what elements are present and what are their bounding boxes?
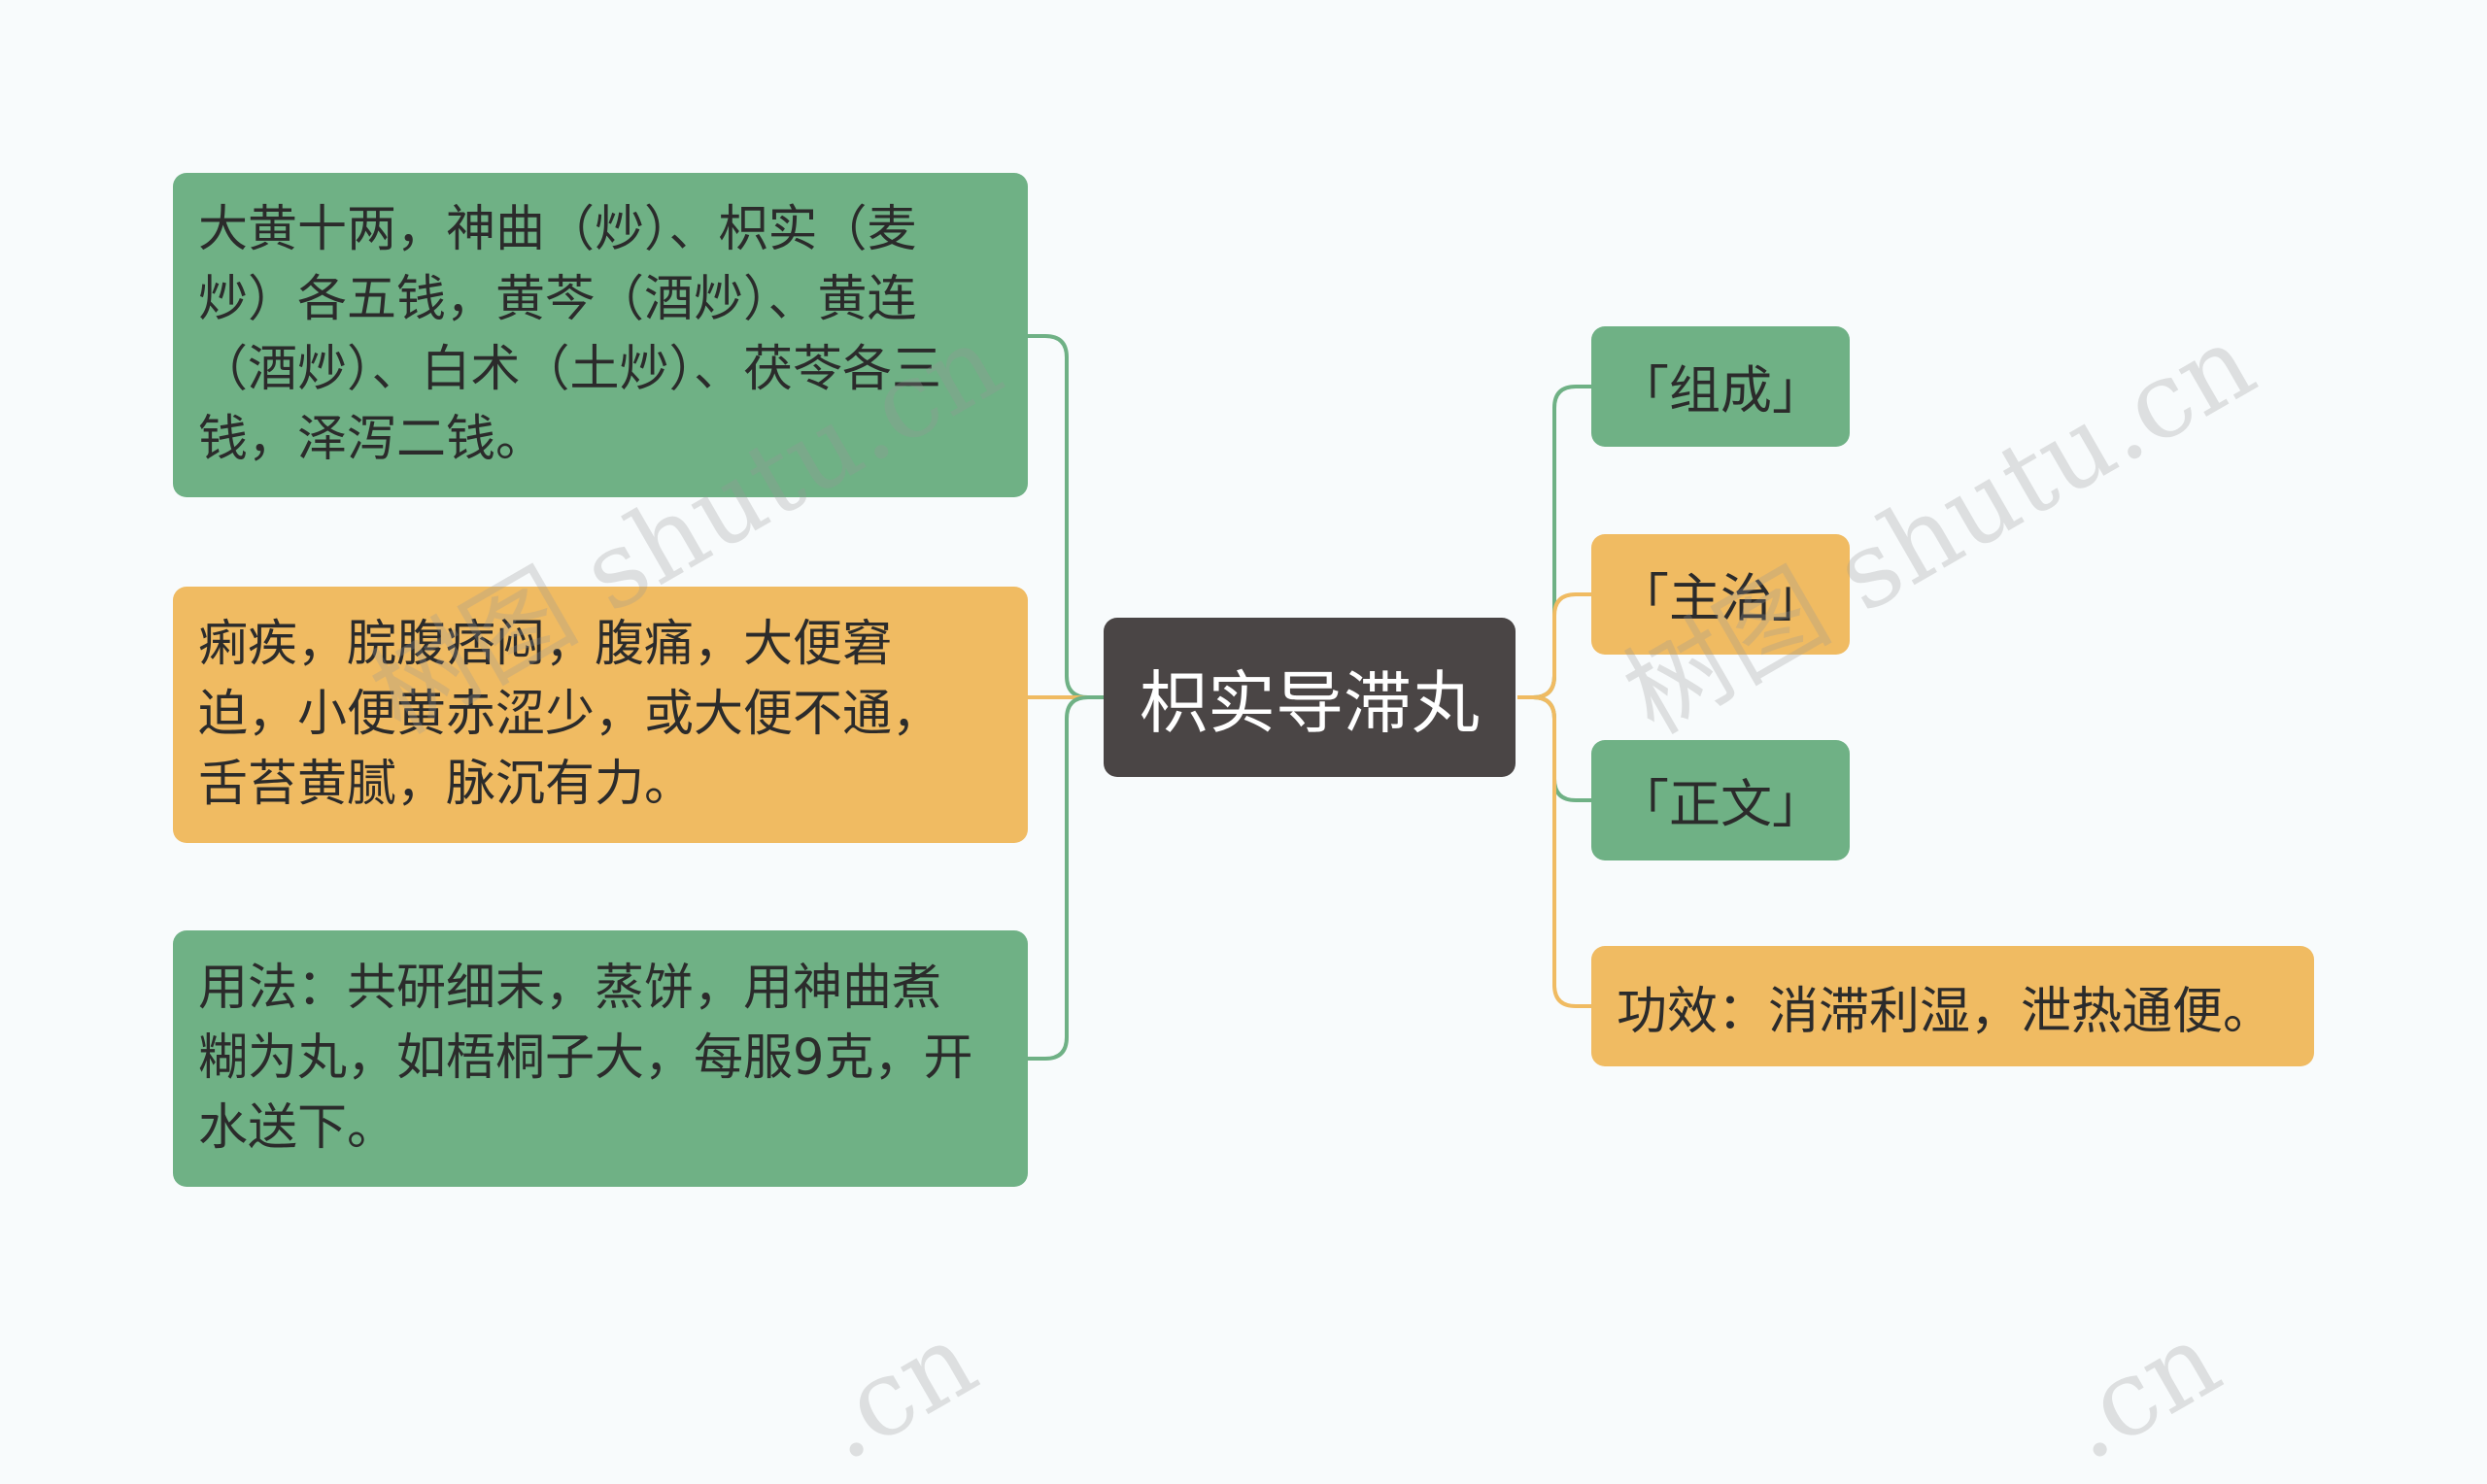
right-node-composition[interactable]: 「组成」 — [1591, 326, 1850, 447]
right-node-main-text[interactable]: 「正文」 — [1591, 740, 1850, 860]
connector-left-1 — [1028, 334, 1106, 699]
left-node-composition-text: 大黄十两，神曲（炒）、枳实（麦炒）各五钱，黄芩（酒炒）、黄连（酒炒）、白术（土炒… — [198, 201, 942, 468]
connector-lines — [1028, 334, 1591, 1061]
right-node-composition-label: 「组成」 — [1618, 361, 1823, 421]
left-node-indications-text: 痢疾，脘腹痞闷，腹痛，大便窘迫，小便黄赤涩少，或大便不通，舌苔黄腻，脉沉有力。 — [198, 616, 942, 813]
left-node-usage[interactable]: 用法：共研细末，蒸饼，用神曲煮糊为丸，如梧桐子大，每服9克，开水送下。 — [173, 930, 1028, 1187]
left-node-indications[interactable]: 痢疾，脘腹痞闷，腹痛，大便窘迫，小便黄赤涩少，或大便不通，舌苔黄腻，脉沉有力。 — [173, 587, 1028, 843]
connector-right-2 — [1517, 592, 1591, 699]
central-topic[interactable]: 枳实导滞丸 — [1104, 618, 1516, 777]
right-node-indications[interactable]: 「主治」 — [1591, 534, 1850, 655]
left-node-usage-text: 用法：共研细末，蒸饼，用神曲煮糊为丸，如梧桐子大，每服9克，开水送下。 — [198, 960, 973, 1157]
right-node-efficacy-label: 功效：消滞利湿，泄热通便。 — [1617, 982, 2274, 1041]
left-node-composition[interactable]: 大黄十两，神曲（炒）、枳实（麦炒）各五钱，黄芩（酒炒）、黄连（酒炒）、白术（土炒… — [173, 173, 1028, 497]
mindmap-canvas: 枳实导滞丸 大黄十两，神曲（炒）、枳实（麦炒）各五钱，黄芩（酒炒）、黄连（酒炒）… — [173, 173, 2314, 1484]
central-topic-label: 枳实导滞丸 — [1140, 662, 1480, 743]
right-node-indications-label: 「主治」 — [1618, 569, 1823, 628]
right-node-efficacy[interactable]: 功效：消滞利湿，泄热通便。 — [1591, 946, 2314, 1066]
right-node-main-text-label: 「正文」 — [1618, 775, 1823, 834]
connector-right-4 — [1517, 695, 1591, 1008]
connector-left-3 — [1028, 695, 1106, 1061]
